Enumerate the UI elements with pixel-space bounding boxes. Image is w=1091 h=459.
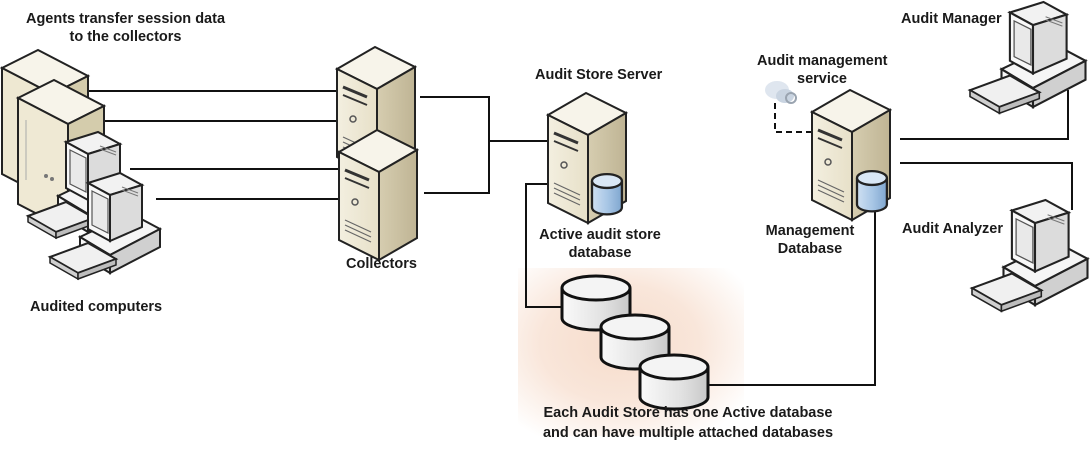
connector-collectors-to-store <box>420 96 490 194</box>
active-db-label-line2: database <box>568 245 632 261</box>
connector-mgmt-to-manager <box>900 90 1069 140</box>
attached-databases-icon <box>560 274 710 411</box>
attached-db-caption-line2: and can have multiple attached databases <box>542 425 834 441</box>
agents-caption-text: Agents transfer session data to the coll… <box>25 11 226 45</box>
audit-analyzer-workstation-icon <box>970 198 1089 313</box>
collector-server-2-icon <box>337 128 419 262</box>
collectors-label: Collectors <box>346 256 417 272</box>
audit-manager-label: Audit Manager <box>901 11 1002 27</box>
management-db-label-line1: Management <box>765 223 855 239</box>
service-gear-icon <box>765 81 797 104</box>
active-db-label: Active audit store database <box>535 226 665 262</box>
connectors <box>86 90 1073 386</box>
audited-computers-icon <box>0 48 161 280</box>
connector-store-to-attached <box>525 183 566 308</box>
management-db-label: Management Database <box>760 222 860 258</box>
audit-store-server-label: Audit Store Server <box>535 67 663 83</box>
connector-mgmt-to-analyzer <box>900 162 1073 210</box>
management-service-label-line1: Audit management <box>757 53 888 69</box>
audit-analyzer-label: Audit Analyzer <box>902 221 1003 237</box>
management-server-icon <box>810 88 892 222</box>
attached-db-caption: Each Audit Store has one Active database… <box>528 403 848 443</box>
agents-caption: Agents transfer session data to the coll… <box>18 10 233 46</box>
management-service-label: Audit management service <box>757 52 888 88</box>
attached-db-caption-line1: Each Audit Store has one Active database <box>543 405 833 421</box>
management-service-label-line2: service <box>797 71 847 87</box>
audit-store-server-icon <box>546 91 628 225</box>
audited-computers-label: Audited computers <box>30 299 163 315</box>
active-db-label-line1: Active audit store <box>539 227 661 243</box>
connector-attached-to-mgmt-db <box>702 205 876 386</box>
management-db-label-line2: Database <box>777 241 843 257</box>
connector-mgmt-service <box>774 103 812 133</box>
